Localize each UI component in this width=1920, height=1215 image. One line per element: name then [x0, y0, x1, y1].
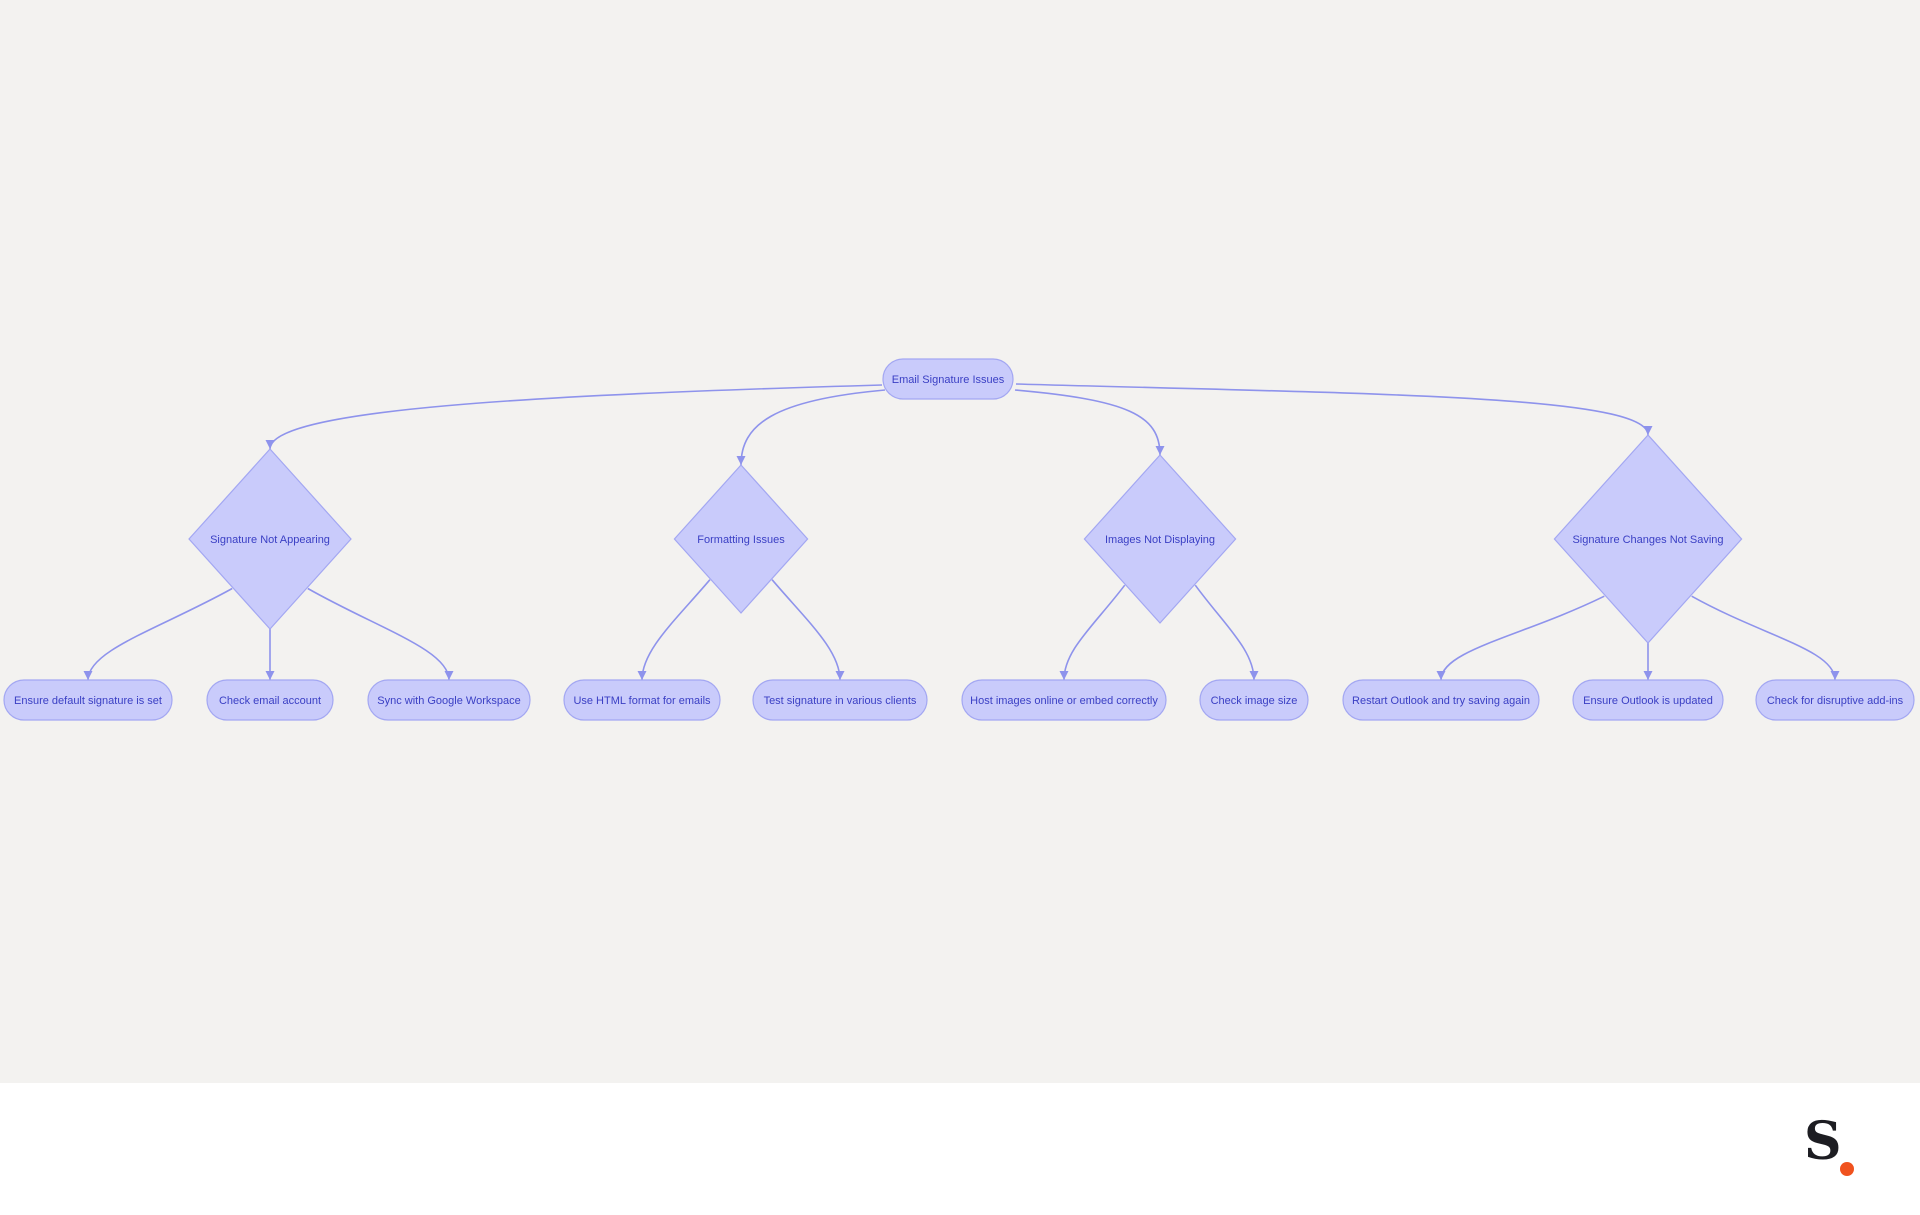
edge-root-to-branch-2 [1014, 389, 1161, 456]
edge-branch-2-to-child-0 [1063, 584, 1126, 681]
branch-node-0-shape [188, 448, 352, 630]
branch-node-1-label: Formatting Issues [697, 534, 785, 546]
edge-root-to-branch-3 [1015, 383, 1649, 436]
brand-logo-icon: S [1804, 1116, 1860, 1176]
root-node-shape [882, 358, 1014, 400]
leaf-node-0-2-shape [367, 679, 531, 721]
edge-branch-1-to-child-1 [771, 579, 841, 681]
leaf-node-2-1-label: Check image size [1211, 695, 1298, 707]
footer-bar [0, 1083, 1920, 1215]
edge-branch-0-to-child-0 [87, 587, 233, 681]
edge-branch-2-to-child-1 [1194, 584, 1255, 681]
leaf-node-3-0-shape [1342, 679, 1540, 721]
leaf-node-0-2-label: Sync with Google Workspace [377, 695, 520, 707]
branch-node-0-label: Signature Not Appearing [210, 534, 330, 546]
root-node-label: Email Signature Issues [892, 374, 1005, 386]
edge-branch-1-to-child-1-arrowhead [835, 671, 845, 680]
leaf-node-0-0-label: Ensure default signature is set [14, 695, 162, 707]
branch-node-2-label: Images Not Displaying [1105, 534, 1215, 546]
edge-branch-2-to-child-0-arrowhead [1059, 671, 1069, 680]
leaf-node-0-1-shape [206, 679, 334, 721]
edge-branch-1-to-child-0-arrowhead [637, 671, 647, 680]
edge-branch-0-to-child-0-arrowhead [83, 671, 93, 680]
branch-node-2-shape [1083, 454, 1237, 624]
logo-dot [1840, 1162, 1854, 1176]
leaf-node-1-0-label: Use HTML format for emails [573, 695, 711, 707]
leaf-node-2-0-shape [961, 679, 1167, 721]
leaf-node-3-1-label: Ensure Outlook is updated [1583, 695, 1713, 707]
leaf-node-3-0-label: Restart Outlook and try saving again [1352, 695, 1530, 707]
edge-branch-0-to-child-2-arrowhead [444, 671, 454, 680]
edge-root-to-branch-3-arrowhead [1643, 426, 1653, 435]
edge-branch-0-to-child-2 [307, 587, 450, 681]
branch-node-1-shape [673, 464, 809, 614]
leaf-node-1-0-shape [563, 679, 721, 721]
logo-letter: S [1804, 1111, 1842, 1172]
edge-branch-3-to-child-2 [1691, 595, 1836, 681]
edge-branch-3-to-child-1-arrowhead [1643, 671, 1653, 680]
edge-root-to-branch-1-arrowhead [736, 456, 746, 465]
branch-node-3-shape [1553, 434, 1743, 644]
leaf-node-1-1-shape [752, 679, 928, 721]
leaf-node-3-1-shape [1572, 679, 1724, 721]
branch-node-3-label: Signature Changes Not Saving [1572, 534, 1723, 546]
edges-layer [83, 383, 1840, 681]
edge-root-to-branch-1 [740, 389, 886, 466]
edge-branch-1-to-child-0 [641, 579, 711, 681]
leaf-node-2-0-label: Host images online or embed correctly [970, 695, 1158, 707]
leaf-node-1-1-label: Test signature in various clients [764, 695, 917, 707]
leaf-node-3-2-shape [1755, 679, 1915, 721]
edge-branch-3-to-child-2-arrowhead [1830, 671, 1840, 680]
leaf-node-3-2-label: Check for disruptive add-ins [1767, 695, 1904, 707]
leaf-node-0-1-label: Check email account [219, 695, 321, 707]
edge-branch-3-to-child-0-arrowhead [1436, 671, 1446, 680]
edge-root-to-branch-2-arrowhead [1155, 446, 1165, 455]
edge-root-to-branch-0-arrowhead [265, 440, 275, 449]
edge-branch-2-to-child-1-arrowhead [1249, 671, 1259, 680]
leaf-node-2-1-shape [1199, 679, 1309, 721]
edge-root-to-branch-0 [269, 384, 883, 450]
edge-branch-0-to-child-1-arrowhead [265, 671, 275, 680]
leaf-node-0-0-shape [3, 679, 173, 721]
edge-branch-3-to-child-0 [1440, 595, 1605, 681]
